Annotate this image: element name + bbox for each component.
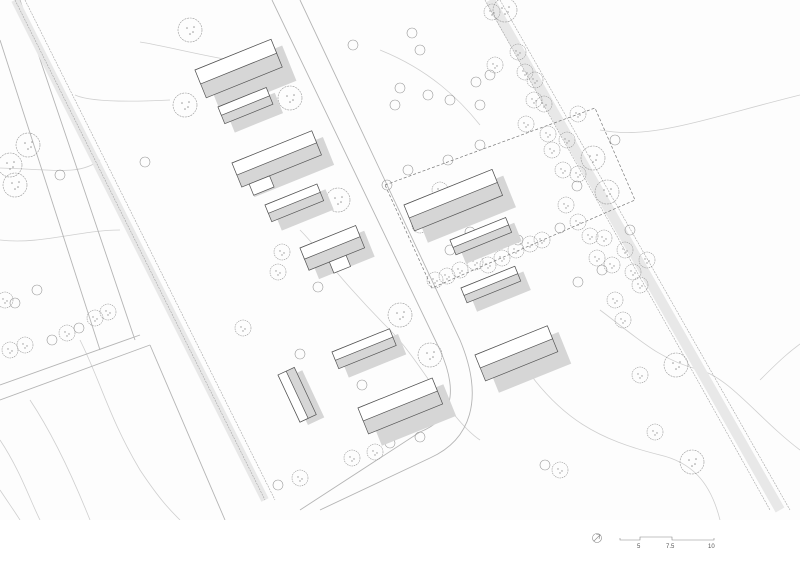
building-11 — [357, 377, 457, 446]
building-1 — [194, 38, 297, 112]
road-edge — [0, 334, 141, 386]
road-edge — [149, 344, 226, 521]
building-4 — [264, 183, 334, 231]
road-edge — [299, 0, 473, 511]
building-5 — [299, 225, 375, 280]
building-8 — [460, 265, 531, 312]
contour-lines — [0, 41, 800, 521]
plot-boundary — [384, 107, 636, 289]
building-10 — [474, 325, 572, 393]
building-7 — [449, 217, 522, 264]
hedgerows — [11, 0, 791, 513]
building-2 — [217, 87, 284, 133]
building-3 — [231, 130, 335, 198]
buildings — [194, 38, 572, 446]
building-6 — [403, 168, 516, 243]
building-9 — [331, 328, 407, 378]
scale-bar — [619, 536, 715, 541]
road-edge — [0, 344, 151, 401]
north-arrow-icon — [592, 533, 602, 543]
building-12 — [277, 366, 325, 426]
road-edge — [0, 39, 101, 351]
